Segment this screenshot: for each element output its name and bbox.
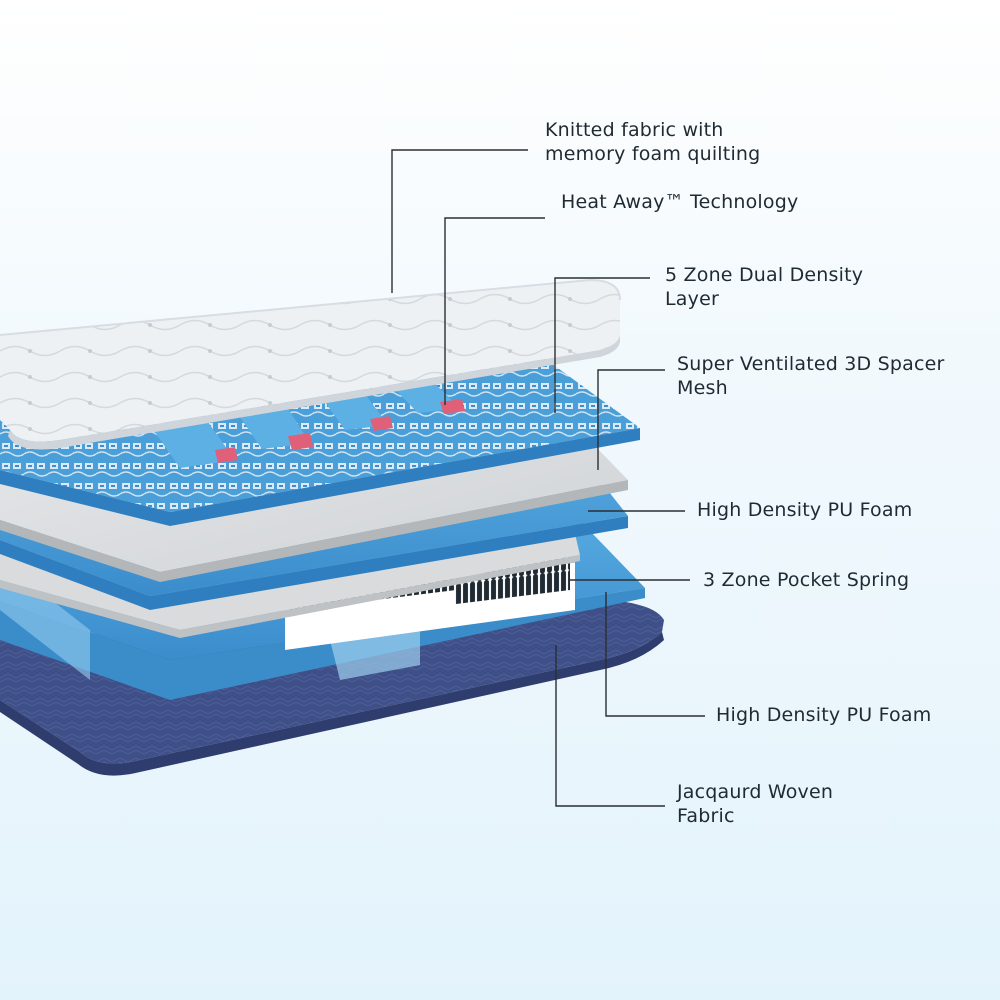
label-hd-foam-top: High Density PU Foam (697, 498, 912, 522)
label-heat-away-line-1: Heat Away™ Technology (561, 191, 799, 213)
label-knitted-fabric-line-2: memory foam quilting (545, 143, 761, 165)
label-five-zone-line-1: 5 Zone Dual Density (665, 264, 864, 286)
label-five-zone-line-2: Layer (665, 288, 719, 310)
label-pocket-spring-line-1: 3 Zone Pocket Spring (703, 569, 910, 591)
label-jacquard: Jacqaurd Woven Fabric (677, 780, 833, 828)
label-hd-foam-bottom-line-1: High Density PU Foam (716, 704, 932, 726)
label-hd-foam-bottom: High Density PU Foam (716, 703, 931, 727)
leader-line-heat-away (444, 217, 545, 405)
leader-line-five-zone (554, 277, 650, 413)
leader-line-hd-foam-bottom (605, 592, 705, 717)
label-spacer-mesh-line-1: Super Ventilated 3D Spacer (677, 353, 945, 375)
label-heat-away: Heat Away™ Technology (561, 190, 798, 214)
label-hd-foam-top-line-1: High Density PU Foam (697, 499, 913, 521)
leader-line-knitted-fabric (391, 149, 528, 293)
knitted-fabric-top-layer (0, 278, 621, 450)
label-knitted-fabric-line-1: Knitted fabric with (545, 119, 724, 141)
label-knitted-fabric: Knitted fabric with memory foam quilting (545, 118, 760, 166)
leader-line-spacer-mesh (597, 369, 665, 470)
label-pocket-spring: 3 Zone Pocket Spring (703, 568, 909, 592)
label-jacquard-line-2: Fabric (677, 805, 735, 827)
label-spacer-mesh-line-2: Mesh (677, 377, 728, 399)
label-jacquard-line-1: Jacqaurd Woven (677, 781, 834, 803)
leader-lines (391, 149, 705, 807)
leader-line-jacquard (555, 645, 665, 807)
label-five-zone: 5 Zone Dual Density Layer (665, 263, 863, 311)
label-spacer-mesh: Super Ventilated 3D Spacer Mesh (677, 352, 945, 400)
